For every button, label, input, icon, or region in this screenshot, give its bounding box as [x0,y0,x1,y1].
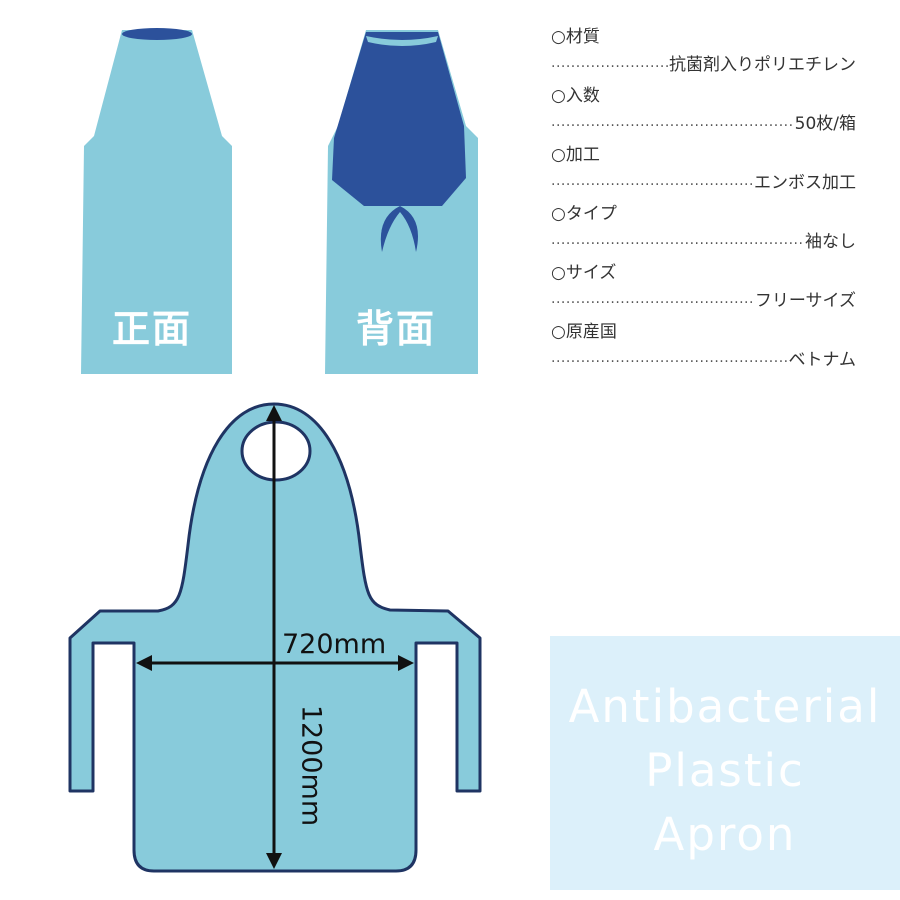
back-view-illustration: 背面 [324,28,480,374]
spec-label: ○タイプ [551,204,617,224]
spec-value: 50枚/箱 [794,114,856,134]
dimension-diagram: 720mm 1200mm [60,395,500,885]
dot-leader: ········································… [551,59,669,75]
length-dimension-label: 1200mm [295,704,327,827]
spec-value: エンボス加工 [754,173,856,193]
spec-item-material: ○材質 ····································… [551,26,856,85]
apron-back-icon [325,30,478,374]
spec-label: ○サイズ [551,263,617,283]
apron-front-icon [81,28,232,374]
product-title-box: Antibacterial Plastic Apron [550,636,900,890]
apron-flat-diagram-icon [68,402,482,873]
spec-item-type: ○タイプ ···································… [551,203,856,262]
spec-value: 袖なし [805,232,856,252]
spec-value: 抗菌剤入りポリエチレン [669,55,856,75]
back-view-label: 背面 [356,307,437,351]
spec-item-processing: ○加工 ····································… [551,144,856,203]
front-view-label: 正面 [112,307,193,351]
dot-leader: ········································… [551,354,789,370]
spec-label: ○入数 [551,86,600,106]
spec-label: ○加工 [551,145,600,165]
spec-item-origin: ○原産国 ···································… [551,321,856,380]
spec-value: フリーサイズ [754,291,856,311]
dot-leader: ········································… [551,118,795,134]
dot-leader: ········································… [551,177,754,193]
spec-label: ○材質 [551,27,600,47]
spec-item-size: ○サイズ ···································… [551,262,856,321]
spec-item-quantity: ○入数 ····································… [551,85,856,144]
width-dimension-label: 720mm [282,629,387,660]
dot-leader: ········································… [551,236,805,252]
title-line-1: Antibacterial [568,680,882,733]
spec-value: ベトナム [788,350,857,370]
title-line-2: Plastic [645,744,805,797]
dot-leader: ········································… [551,295,755,311]
title-line-3: Apron [653,808,797,861]
spec-list: ○材質 ····································… [551,26,856,380]
spec-label: ○原産国 [551,322,617,342]
front-view-illustration: 正面 [80,28,235,374]
